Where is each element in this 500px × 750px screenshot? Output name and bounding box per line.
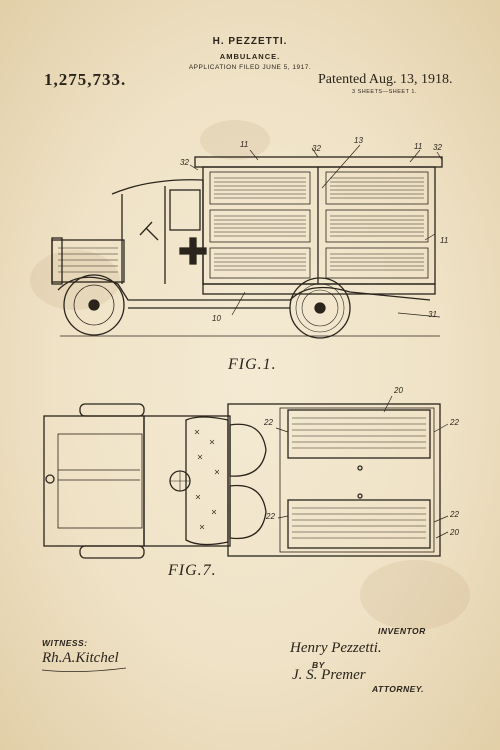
fig1-leader-lines bbox=[189, 144, 443, 318]
fig7-ref-22c: 22 bbox=[450, 510, 459, 519]
fig7-ref-22d: 22 bbox=[266, 512, 275, 521]
fig7-front-fender-top bbox=[79, 403, 145, 417]
fig1-ref-32c: 32 bbox=[180, 158, 189, 167]
fig7-front-seats bbox=[229, 423, 267, 540]
fig1-ref-32b: 32 bbox=[433, 143, 442, 152]
fig7-leader-lines bbox=[275, 395, 449, 539]
witness-signature: Rh.A.Kitchel bbox=[42, 650, 119, 666]
patent-date: Patented Aug. 13, 1918. bbox=[318, 72, 453, 87]
fig7-fixture bbox=[357, 465, 363, 471]
fig1-label: FIG.1. bbox=[228, 356, 277, 373]
fig7-body-inner bbox=[279, 407, 435, 553]
fig7-stretcher-lower bbox=[287, 499, 431, 549]
fig7-ref-20a: 20 bbox=[394, 386, 403, 395]
patent-number: 1,275,733. bbox=[44, 70, 127, 89]
fig7-ref-22b: 22 bbox=[264, 418, 273, 427]
fig1-steering-wheel bbox=[139, 221, 159, 241]
fig1-ref-10: 10 bbox=[212, 314, 221, 323]
fig7-fixture bbox=[357, 493, 363, 499]
fig7-steering-wheel bbox=[169, 470, 191, 492]
inventor-name-header: H. PEZZETTI. bbox=[212, 36, 288, 47]
fig7-label: FIG.7. bbox=[168, 562, 217, 579]
fig7-headlamp bbox=[45, 474, 55, 484]
fig1-hood-vents bbox=[58, 247, 118, 273]
fig7-body-plan bbox=[227, 403, 441, 557]
fig1-rear-wheel bbox=[289, 277, 351, 339]
attorney-label: ATTORNEY. bbox=[372, 684, 425, 694]
paper-stain bbox=[200, 120, 270, 160]
fig7-stretcher-upper bbox=[287, 409, 431, 459]
fig1-ref-11a: 11 bbox=[240, 140, 249, 149]
fig1-ref-11b: 11 bbox=[414, 142, 423, 151]
by-label: BY bbox=[312, 660, 325, 670]
patent-title: AMBULANCE. bbox=[219, 52, 281, 61]
sheet-count: 3 SHEETS—SHEET 1. bbox=[352, 89, 417, 95]
fig7-front-fender-bottom bbox=[79, 545, 145, 559]
fig7-hood-lines bbox=[43, 440, 140, 520]
fig1-ref-31: 31 bbox=[428, 310, 437, 319]
fig1-front-wheel bbox=[63, 274, 125, 336]
fig1-radiator bbox=[51, 237, 63, 285]
fig1-ref-13: 13 bbox=[354, 136, 363, 145]
witness-label: WITNESS: bbox=[42, 638, 88, 648]
fig7-hood-panel bbox=[57, 433, 143, 529]
fig1-cross-emblem bbox=[179, 237, 207, 265]
paper-stain bbox=[360, 560, 470, 630]
fig7-cab-plan bbox=[143, 415, 231, 547]
fig7-seat-tufting bbox=[194, 429, 220, 530]
fig1-cab-window bbox=[169, 189, 201, 231]
inventor-label: INVENTOR bbox=[378, 626, 426, 636]
fig7-stretcher-lines bbox=[292, 417, 426, 539]
fig1-cab-roof bbox=[111, 179, 204, 195]
fig7-ref-22a: 22 bbox=[450, 418, 459, 427]
inventor-signature: Henry Pezzetti. bbox=[290, 640, 382, 656]
fig1-ref-32a: 32 bbox=[312, 144, 321, 153]
application-filed: APPLICATION FILED JUNE 5, 1917. bbox=[188, 64, 312, 71]
fig1-louver-slats bbox=[214, 177, 424, 271]
attorney-signature: J. S. Premer bbox=[292, 667, 366, 683]
fig1-louver-panels bbox=[209, 171, 429, 279]
fig1-ref-11c: 11 bbox=[440, 236, 449, 245]
fig1-fenders bbox=[57, 276, 431, 301]
fig1-cab-frame bbox=[121, 180, 204, 284]
fig7-ref-20b: 20 bbox=[450, 528, 459, 537]
